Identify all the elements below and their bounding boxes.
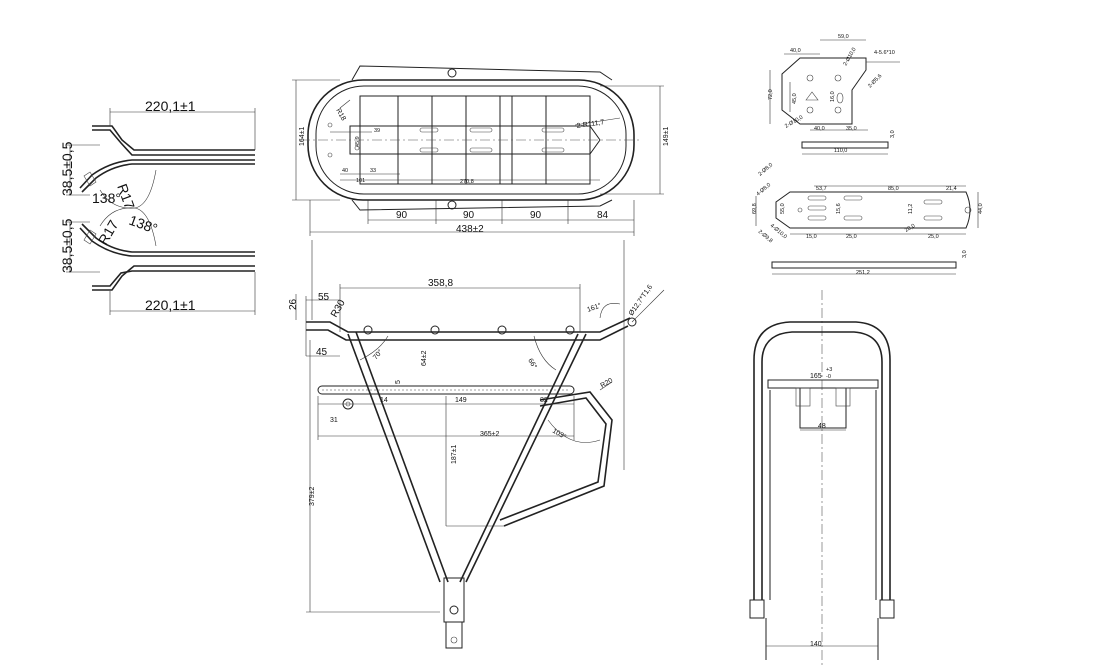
dim-r18: R18	[334, 108, 347, 123]
dim-span-1: 90	[396, 210, 408, 221]
dim-bottom-length: 220,1±1	[145, 297, 196, 313]
dim-101: 101	[356, 178, 365, 184]
rack-side-view	[295, 240, 665, 649]
front-mid-width: 48	[818, 423, 826, 430]
front-top-width: 165	[810, 373, 822, 380]
dim-outer-height: 164±1	[299, 126, 306, 146]
plate1-w110: 110,0	[834, 148, 847, 154]
dim-14: 14	[380, 397, 388, 404]
dim-379: 379±2	[309, 486, 316, 506]
dim-82: 82	[540, 397, 548, 404]
plate2-d15: 15,0	[806, 234, 817, 240]
plate1-dim-59: 59,0	[838, 34, 849, 40]
dim-55: 55	[318, 292, 330, 303]
plate2-d156: 15,6	[836, 203, 842, 214]
plate2-d214: 21,4	[946, 186, 957, 192]
dim-angle-70: 70°	[371, 348, 384, 361]
dim-top-tube-length: 358,8	[428, 278, 453, 289]
dim-angle-103: 103°	[551, 427, 568, 441]
dim-bottom-radius: R17	[95, 217, 122, 247]
plate1-hole2: 2-Ø10,0	[843, 47, 858, 67]
plate1-b40: 40,0	[814, 126, 825, 132]
plate2-a: 2-Ø8,0	[757, 162, 774, 177]
plate-side-detail	[755, 185, 979, 275]
dim-187: 187±1	[451, 444, 458, 464]
plate2-d55: 55,0	[780, 203, 786, 214]
dim-45: 45	[316, 347, 328, 358]
plate2-d53: 53,7	[816, 186, 827, 192]
plate2-c: 2-Ø9,8	[757, 229, 774, 244]
dim-bottom-height: 38,5±0,5	[59, 218, 75, 273]
dim-365: 365±2	[480, 431, 500, 438]
plate2-d85: 85,0	[888, 186, 899, 192]
dim-40: 40	[342, 168, 348, 174]
plate1-h72: 72,0	[768, 89, 774, 100]
plate2-len: 251,2	[856, 270, 870, 276]
front-top-tol-up: +3	[826, 367, 832, 373]
plate1-dim-40: 40,0	[790, 48, 801, 54]
plate1-hole4: 2-Ø10,0	[784, 115, 804, 130]
dim-span-3: 90	[530, 210, 542, 221]
plate1-h16: 16,0	[830, 91, 836, 102]
dim-64: 64±2	[421, 350, 428, 366]
plate2-d25b: 25,0	[928, 234, 939, 240]
plate-top-detail	[769, 39, 900, 155]
dim-270-8: 270,8	[460, 179, 474, 185]
dim-top-height: 38,5±0,5	[59, 141, 75, 196]
rack-top-view	[292, 65, 664, 236]
plate1-holes: 4-5.6*10	[874, 50, 895, 56]
plate2-t3: 3,0	[962, 250, 968, 258]
dim-33: 33	[370, 168, 376, 174]
dim-corner-radius: 2-R111,7	[576, 119, 605, 130]
plate2-d20: 20,0	[904, 223, 916, 234]
plate1-hole3: 2-Ø5,6	[867, 73, 883, 89]
dim-inner-height: 149±1	[663, 126, 670, 146]
front-top-tol-dn: -0	[826, 374, 831, 380]
dim-angle-66: 66°	[526, 357, 538, 370]
dim-angle-161: 161°	[586, 301, 603, 314]
dim-total-length: 438±2	[456, 224, 484, 235]
dim-top-length: 220,1±1	[145, 98, 196, 114]
dim-31: 31	[330, 417, 338, 424]
dim-bottom-angle: 138°	[127, 212, 160, 237]
dim-39: 39	[374, 128, 380, 134]
dim-149: 149	[455, 397, 467, 404]
dim-span-2: 90	[463, 210, 475, 221]
dim-top-angle: 138°	[92, 190, 121, 206]
rack-front-view	[749, 290, 895, 668]
plate2-d440: 44,0	[978, 203, 984, 214]
front-bottom-width: 140	[810, 641, 822, 648]
dim-45-9: 45,9	[355, 136, 361, 147]
plate2-d25a: 25,0	[846, 234, 857, 240]
dim-span-4: 84	[597, 210, 609, 221]
plate2-d698: 69,8	[752, 203, 758, 214]
plate1-t3: 3,0	[890, 130, 896, 138]
plate2-b: 4-Ø8,0	[755, 182, 772, 197]
dim-r30: R30	[329, 298, 348, 320]
dim-r20: R20	[600, 377, 615, 390]
dim-26: 26	[288, 298, 299, 310]
plate1-b35: 35,0	[846, 126, 857, 132]
dim-tube-spec: Ø12,7*T1,6	[628, 284, 654, 317]
plate2-d112: 11,2	[908, 204, 914, 214]
plate1-h45: 45,0	[792, 93, 798, 104]
left-bar-views	[66, 108, 256, 315]
dim-5: 5	[395, 380, 402, 384]
